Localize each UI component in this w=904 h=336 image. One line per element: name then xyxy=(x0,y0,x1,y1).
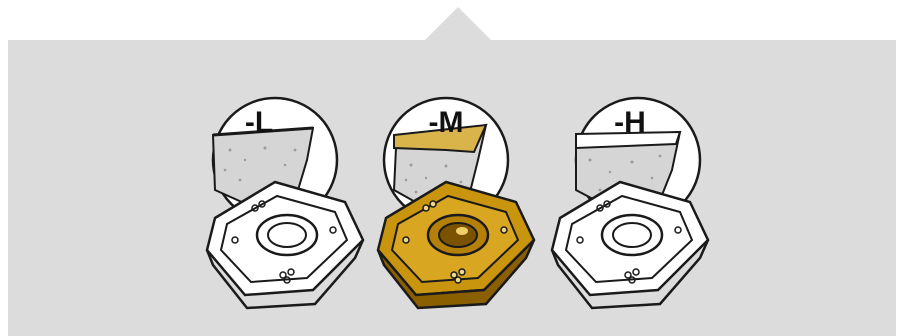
insert-label: -M xyxy=(429,106,464,139)
insert-label: -L xyxy=(245,106,273,139)
panel-pointer xyxy=(425,7,491,40)
insert-label: -H xyxy=(614,106,646,139)
insert-l-illustration: -L xyxy=(195,90,371,310)
insert-m-illustration: -M xyxy=(366,90,542,310)
insert-h-illustration: -H xyxy=(540,90,716,310)
